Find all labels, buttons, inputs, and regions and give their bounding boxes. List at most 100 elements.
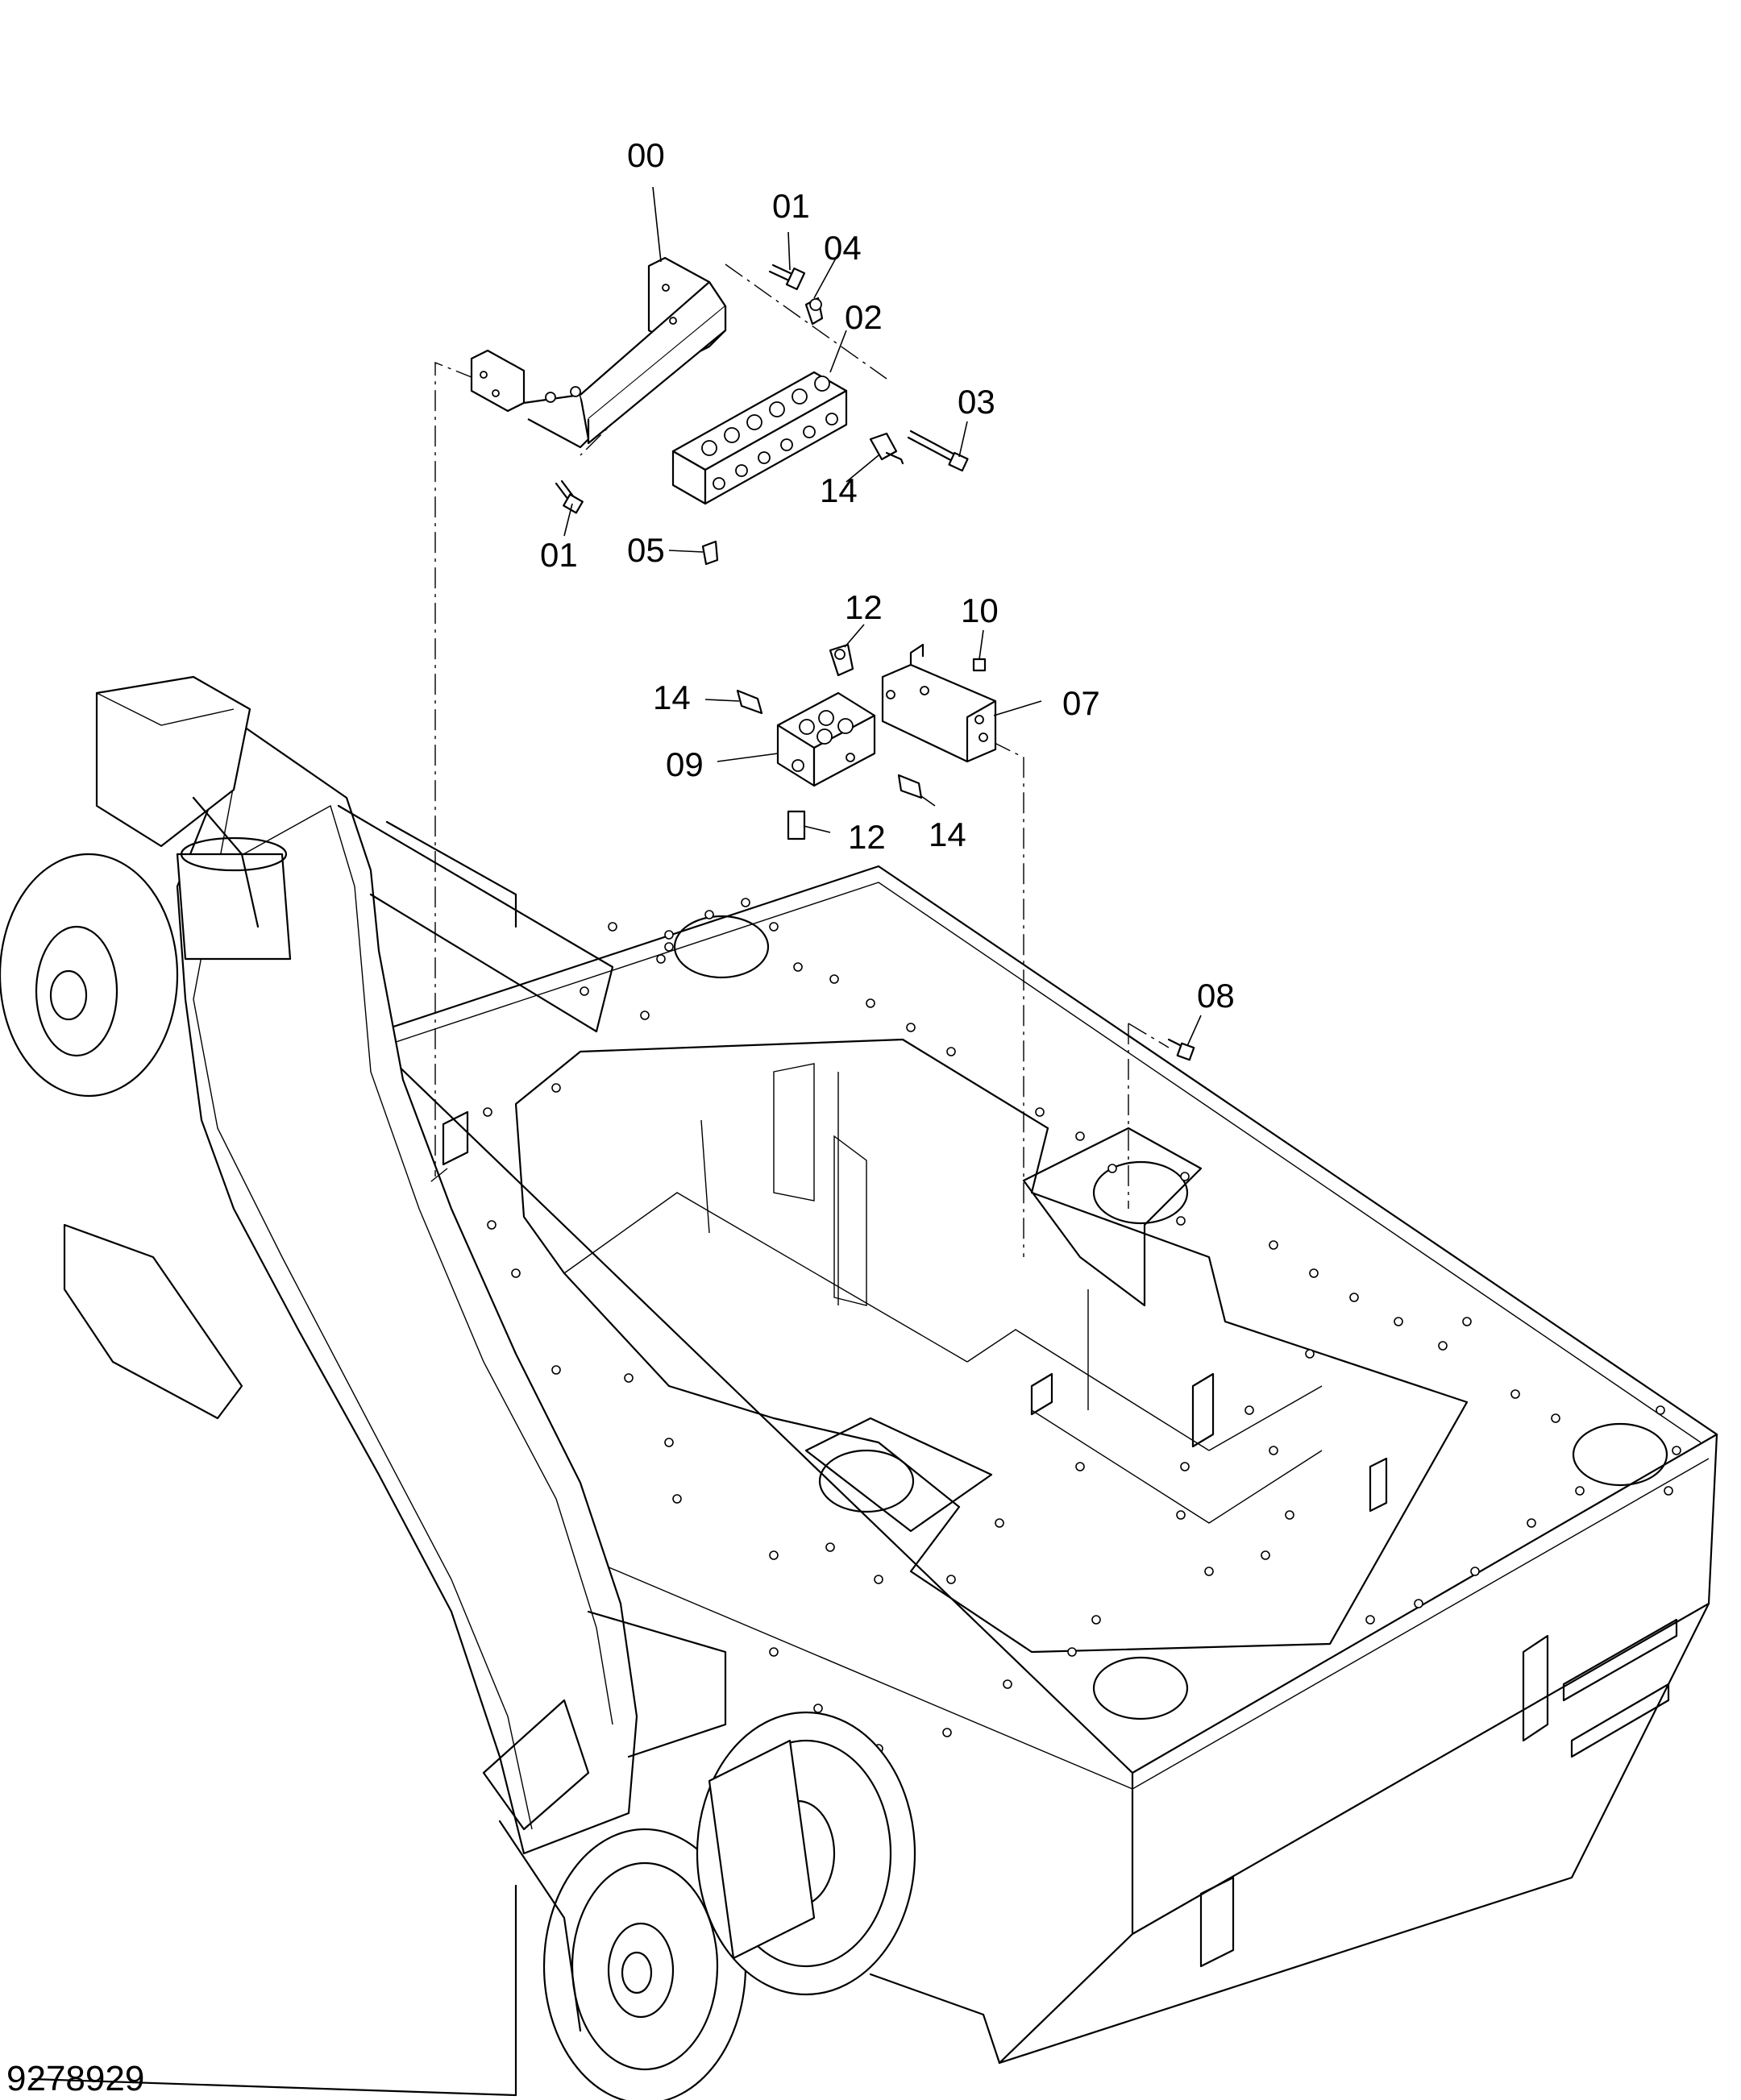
frame-bolt-hole — [1656, 1405, 1665, 1415]
frame-bolt-hole — [1107, 1164, 1117, 1173]
frame-bolt-hole — [1309, 1268, 1319, 1278]
frame-bolt-hole — [769, 1647, 779, 1657]
callout-14-left: 14 — [653, 679, 691, 716]
frame-bolt-hole — [1462, 1317, 1472, 1326]
frame-bolt-hole — [580, 986, 589, 996]
manifold-port — [825, 413, 838, 425]
track-frame — [0, 675, 1001, 2100]
frame-bolt-hole — [640, 1011, 650, 1020]
frame-bolt-hole — [1176, 1510, 1186, 1520]
frame-bolt-hole — [1176, 1216, 1186, 1226]
frame-bolt-hole — [1551, 1413, 1560, 1423]
frame-bolt-hole — [1091, 1615, 1101, 1625]
frame-bolt-hole — [946, 1047, 956, 1056]
frame-bolt-hole — [1269, 1240, 1278, 1250]
frame-bolt-hole — [906, 1023, 916, 1032]
manifold-port — [701, 440, 717, 456]
callout-07: 07 — [1062, 684, 1100, 722]
frame-bolt-hole — [551, 1083, 561, 1093]
manifold-port — [758, 451, 771, 464]
frame-bolt-hole — [511, 1268, 521, 1278]
frame-bolt-hole — [1664, 1486, 1673, 1496]
frame-bolt-hole — [1067, 1647, 1077, 1657]
callout-02: 02 — [845, 298, 883, 336]
frame-bolt-hole — [1180, 1172, 1190, 1181]
frame-bolt-hole — [1672, 1446, 1681, 1455]
manifold-block-02 — [671, 371, 848, 505]
frame-bolt-hole — [1575, 1486, 1585, 1496]
manifold-port — [792, 388, 808, 405]
frame-bolt-hole — [741, 898, 750, 907]
callout-12: 12 — [845, 588, 883, 626]
frame-bolt-hole — [656, 954, 666, 964]
callout-08: 08 — [1197, 977, 1235, 1015]
frame-bolt-hole — [664, 1438, 674, 1447]
leader-lines — [563, 186, 1202, 1047]
frame-bolt-hole — [672, 1494, 682, 1504]
frame-bolt-hole — [1269, 1446, 1278, 1455]
frame-bolt-hole — [1075, 1462, 1085, 1471]
frame-bolt-hole — [769, 922, 779, 932]
callout-00: 00 — [627, 136, 665, 174]
frame-bolt-hole — [874, 1575, 883, 1584]
callout-01-lower: 01 — [540, 536, 578, 574]
side-brackets — [442, 1110, 1678, 1968]
frame-bolt-hole — [1510, 1389, 1520, 1399]
frame-bolt-hole — [1349, 1293, 1359, 1302]
frame-bolt-hole — [813, 1704, 823, 1713]
frame-bolt-hole — [1285, 1510, 1294, 1520]
frame-bolt-hole — [1204, 1567, 1214, 1576]
frame-bolt-hole — [1414, 1599, 1423, 1608]
frame-bolt-hole — [704, 910, 714, 919]
frame-bolt-hole — [1035, 1107, 1045, 1117]
frame-bolt-hole — [1527, 1518, 1536, 1528]
frame-bolt-hole — [1261, 1550, 1270, 1560]
callout-14-right: 14 — [929, 816, 966, 853]
manifold-port — [746, 414, 762, 430]
callout-05: 05 — [627, 531, 665, 569]
callout-01: 01 — [772, 187, 810, 225]
frame-bolt-hole — [995, 1518, 1004, 1528]
frame-bolt-hole — [483, 1107, 492, 1117]
frame-bolt-hole — [1365, 1615, 1375, 1625]
manifold-port — [724, 427, 740, 443]
callout-04: 04 — [824, 229, 862, 267]
manifold-port — [814, 376, 830, 392]
drawing-number: 9278929 — [6, 2059, 144, 2098]
frame-bolt-hole — [825, 1542, 835, 1552]
frame-bolt-hole — [769, 1550, 779, 1560]
manifold-port — [735, 464, 748, 477]
frame-bolt-hole — [793, 962, 803, 972]
frame-bolt-hole — [1394, 1317, 1403, 1326]
fasteners — [555, 264, 1195, 1061]
frame-bolt-hole — [1438, 1341, 1448, 1351]
frame-bolt-hole — [1244, 1405, 1254, 1415]
frame-bolt-hole — [487, 1220, 497, 1230]
callout-14: 14 — [820, 471, 858, 509]
frame-bolt-hole — [1075, 1131, 1085, 1141]
bracket-07 — [881, 643, 997, 763]
frame-bolt-hole — [946, 1575, 956, 1584]
manifold-port — [713, 477, 725, 490]
bracket-00 — [470, 256, 727, 449]
callout-12-lower: 12 — [848, 818, 886, 856]
frame-mount-pads — [673, 915, 1668, 1720]
frame-bolt-hole — [608, 922, 617, 932]
frame-bolt-hole — [1003, 1679, 1012, 1689]
frame-bolt-hole — [942, 1728, 952, 1737]
manifold-port — [803, 425, 816, 438]
manifold-block-09 — [776, 691, 876, 787]
callout-09: 09 — [666, 745, 704, 783]
frame-bolt-hole — [1470, 1567, 1480, 1576]
callout-labels: 00 01 04 02 03 14 01 05 12 10 14 07 09 1… — [540, 136, 1235, 1015]
frame-bolt-hole — [1305, 1349, 1315, 1359]
manifold-port — [780, 438, 793, 451]
frame-bolt-hole — [866, 998, 875, 1008]
frame-bolt-hole — [1180, 1462, 1190, 1471]
frame-bolt-hole — [551, 1365, 561, 1375]
manifold-port — [769, 401, 785, 417]
frame-bolt-hole — [624, 1373, 634, 1383]
frame-bolt-hole — [829, 974, 839, 984]
callout-03: 03 — [958, 383, 995, 421]
